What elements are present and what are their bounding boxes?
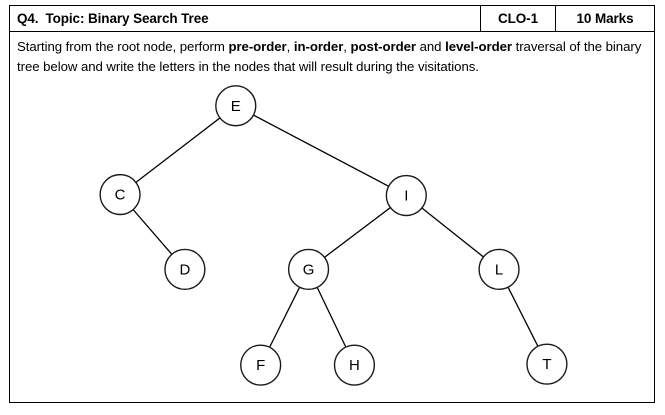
tree-node-H[interactable]: H <box>333 344 376 386</box>
tree-node-T[interactable]: T <box>526 343 568 385</box>
tree-edge-C-D <box>132 209 173 255</box>
instruction-segment-8: traversal of the binary tree below and w… <box>17 39 642 74</box>
tree-node-L[interactable]: L <box>478 248 520 291</box>
tree-node-label-F: F <box>256 357 265 374</box>
question-card: Q4. Topic: Binary Search Tree CLO-1 10 M… <box>9 5 655 403</box>
question-number: Q4. <box>17 11 39 26</box>
instruction-segment-6: and <box>415 39 446 54</box>
instruction-segment-7: level-order <box>445 39 512 54</box>
tree-edge-layer <box>132 114 539 348</box>
tree-node-circle-T <box>526 343 568 385</box>
tree-node-D[interactable]: D <box>164 248 206 291</box>
tree-node-G[interactable]: G <box>287 248 330 291</box>
tree-node-F[interactable]: F <box>240 344 282 386</box>
instruction-segment-5: post-order <box>350 39 417 54</box>
instruction-segment-4: , <box>343 39 351 54</box>
instruction-segment-3: in-order <box>293 39 344 54</box>
tree-node-C[interactable]: C <box>99 173 141 216</box>
tree-node-circle-G <box>287 248 330 291</box>
tree-node-label-T: T <box>542 356 551 373</box>
instruction-segment-1: pre-order <box>228 39 287 54</box>
clo-cell: CLO-1 <box>480 6 555 31</box>
tree-node-circle-D <box>164 248 206 291</box>
tree-node-label-I: I <box>404 188 408 205</box>
tree-node-label-E: E <box>231 98 241 115</box>
tree-node-label-L: L <box>495 261 503 278</box>
tree-node-circle-F <box>240 344 282 386</box>
tree-edge-E-I <box>253 114 389 187</box>
tree-edge-G-H <box>316 287 347 348</box>
tree-node-layer: E C I D G L F H T <box>99 85 568 386</box>
tree-edge-G-F <box>269 286 301 348</box>
binary-tree-diagram: E C I D G L F H T <box>99 85 568 386</box>
tree-node-label-H: H <box>349 357 360 374</box>
tree-node-circle-I <box>385 174 427 217</box>
question-body: Starting from the root node, perform pre… <box>10 32 654 402</box>
tree-node-label-C: C <box>115 187 126 204</box>
tree-edge-E-C <box>135 117 221 183</box>
instruction-text: Starting from the root node, perform pre… <box>17 37 646 76</box>
tree-node-label-G: G <box>303 261 315 278</box>
marks-cell: 10 Marks <box>555 6 654 31</box>
tree-node-circle-C <box>99 173 141 216</box>
tree-node-label-D: D <box>179 261 190 278</box>
tree-node-I[interactable]: I <box>385 174 427 217</box>
tree-edge-L-T <box>507 286 539 347</box>
question-topic: Topic: Binary Search Tree <box>45 11 209 26</box>
tree-node-E[interactable]: E <box>215 85 257 127</box>
tree-edge-I-G <box>324 207 391 258</box>
instruction-segment-2: , <box>286 39 294 54</box>
question-header-row: Q4. Topic: Binary Search Tree CLO-1 10 M… <box>10 6 654 32</box>
instruction-segment-0: Starting from the root node, perform <box>17 39 229 54</box>
tree-node-circle-H <box>333 344 376 386</box>
tree-edge-I-L <box>421 207 484 258</box>
question-title-cell: Q4. Topic: Binary Search Tree <box>10 6 480 31</box>
tree-node-circle-E <box>215 85 257 127</box>
tree-node-circle-L <box>478 248 520 291</box>
